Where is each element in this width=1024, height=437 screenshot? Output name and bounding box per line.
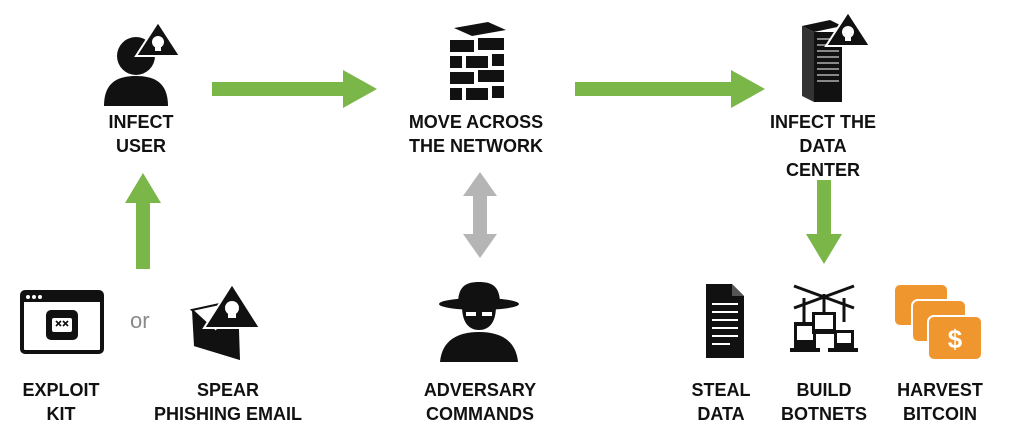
label-exploit-kit: EXPLOIT KIT [22, 380, 100, 424]
label-infect-data-center: INFECT THE DATA CENTER [770, 112, 876, 180]
botnet-network-icon [790, 284, 858, 352]
arrow-exploit-to-user [125, 173, 161, 269]
label-build-botnets: BUILD BOTNETS [780, 380, 867, 424]
label-move-across-network: MOVE ACROSS THE NETWORK [408, 112, 544, 156]
dollar-sign: $ [948, 324, 963, 354]
infected-user-icon [104, 20, 182, 106]
arrow-datacenter-to-outcomes [806, 180, 842, 264]
label-harvest-bitcoin: HARVEST BITCOIN [897, 380, 983, 424]
firewall-icon [450, 22, 506, 100]
adversary-spy-icon [439, 282, 519, 362]
stolen-document-icon [706, 284, 744, 358]
label-infect-user: INFECT USER [108, 112, 174, 156]
label-spear-phishing: SPEAR PHISHING EMAIL [153, 380, 302, 424]
arrow-network-to-datacenter [575, 70, 765, 108]
arrow-user-to-network [212, 70, 377, 108]
arrow-bidirectional-commands [463, 172, 497, 258]
exploit-kit-browser-icon [20, 290, 104, 354]
label-steal-data: STEAL DATA [691, 380, 751, 424]
bitcoin-coins-icon: $ [893, 283, 983, 361]
phishing-email-icon [189, 282, 262, 360]
or-separator: or [130, 308, 150, 333]
label-adversary-commands: ADVERSARY COMMANDS [423, 380, 537, 424]
server-icon [802, 12, 872, 102]
